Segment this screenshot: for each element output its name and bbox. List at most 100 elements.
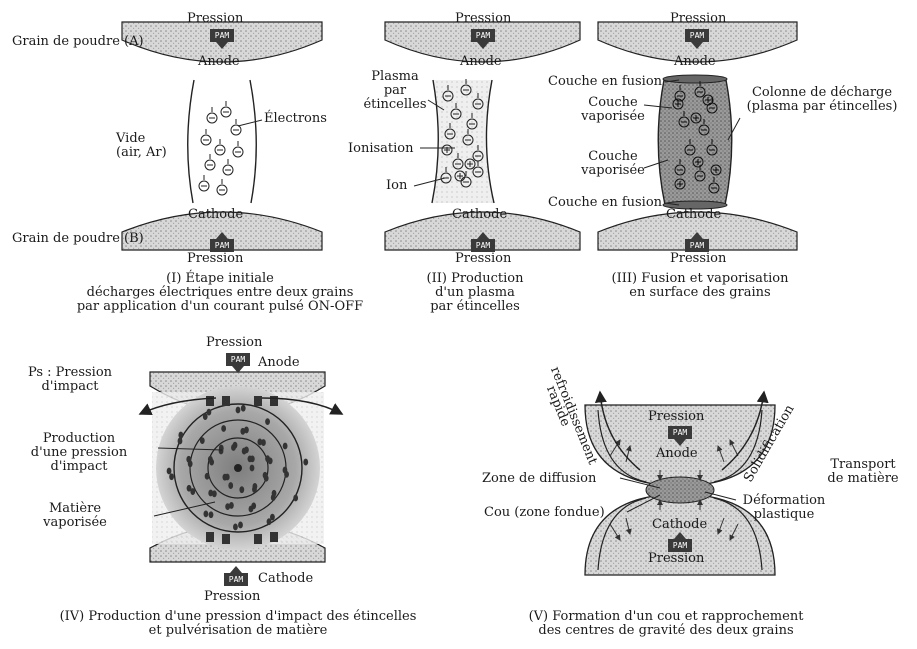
vapor-particle: [270, 514, 275, 521]
impact-pressure-label: Ps : Pression d'impact: [20, 366, 120, 394]
molten-layer-top: [663, 75, 727, 83]
vapor-particle: [263, 472, 268, 479]
electron-symbol: [199, 175, 209, 191]
electron-symbol: [215, 139, 225, 155]
caption-2-line-1: (II) Production: [410, 272, 540, 286]
pressure-label-2-bottom: Pression: [455, 252, 511, 266]
impact-production-line-2: d'une pression: [24, 446, 134, 460]
vapor-layer-top-line-2: vaporisée: [580, 110, 646, 124]
vapor-layer-bottom-line-1: Couche: [580, 150, 646, 164]
electron-symbol: [217, 179, 227, 195]
vapor-particle: [251, 502, 256, 509]
impact-pressure-line-2: d'impact: [20, 380, 120, 394]
vapor-block: [254, 396, 262, 406]
vapor-particle: [265, 418, 270, 425]
matter-transport-label: Transport de matière: [818, 458, 908, 486]
caption-2-line-3: par étincelles: [410, 300, 540, 314]
pam-marker-5-top: PAM: [668, 426, 692, 446]
electron-symbol: [221, 101, 231, 117]
pressure-label-3-bottom: Pression: [670, 252, 726, 266]
plasma-label-line-1: Plasma: [362, 70, 428, 84]
electron-symbol: [201, 129, 211, 145]
vapor-particle: [242, 448, 247, 455]
plasma-label-line-3: étincelles: [362, 98, 428, 112]
vaporized-matter-line-2: vaporisée: [30, 516, 120, 530]
caption-2-line-2: d'un plasma: [410, 286, 540, 300]
caption-4: (IV) Production d'une pression d'impact …: [18, 610, 458, 638]
ionisation-label: Ionisation: [348, 142, 414, 156]
neck-label: Cou (zone fondue): [484, 506, 605, 520]
pam-marker-5-bottom: PAM: [668, 532, 692, 552]
plasma-label-line-2: par: [362, 84, 428, 98]
caption-4-line-2: et pulvérisation de matière: [18, 624, 458, 638]
plastic-deformation-label: Déformation plastique: [736, 494, 832, 522]
pam-marker-1-top: PAM: [210, 29, 234, 49]
anode-label-5: Anode: [656, 447, 698, 461]
anode-label-3: Anode: [674, 55, 716, 69]
ion-label: Ion: [386, 179, 407, 193]
cathode-label-2: Cathode: [452, 208, 507, 222]
vaporized-matter-label: Matière vaporisée: [30, 502, 120, 530]
anode-label-4: Anode: [258, 356, 300, 370]
pam-marker-2-bottom: PAM: [471, 232, 495, 252]
vapor-layer-top-line-1: Couche: [580, 96, 646, 110]
electrons-label: Électrons: [264, 112, 327, 126]
vapor-block: [206, 532, 214, 542]
matter-transport-line-2: de matière: [818, 472, 908, 486]
anode-label-2: Anode: [460, 55, 502, 69]
gap-right-wall: [250, 80, 256, 203]
impact-production-line-3: d'impact: [24, 460, 134, 474]
impact-production-label: Production d'une pression d'impact: [24, 432, 134, 474]
vapor-particle: [228, 482, 233, 489]
vapor-particle: [252, 483, 257, 490]
pam-marker-4-top: PAM: [226, 353, 250, 373]
vapor-particle: [207, 409, 212, 416]
pam-marker-4-bottom: PAM: [224, 566, 248, 586]
grain-b-label: Grain de poudre (B): [12, 232, 144, 246]
vapor-block: [254, 534, 262, 544]
impact-production-line-1: Production: [24, 432, 134, 446]
pressure-label-1-bottom: Pression: [187, 252, 243, 266]
vapor-block: [222, 396, 230, 406]
electron-symbol: [205, 154, 215, 170]
vapor-particle: [229, 502, 234, 509]
impact-pressure-line-1: Ps : Pression: [20, 366, 120, 380]
vaporized-matter-line-1: Matière: [30, 502, 120, 516]
vapor-particle: [303, 459, 308, 466]
vapor-particle: [205, 473, 210, 480]
electrons-pointer: [238, 120, 262, 126]
pressure-label-5-bottom: Pression: [648, 552, 704, 566]
vapor-particle: [236, 407, 241, 414]
caption-5: (V) Formation d'un cou et rapprochement …: [496, 610, 836, 638]
caption-1-line-3: par application d'un courant pulsé ON-OF…: [40, 300, 400, 314]
vapor-layer-bottom-line-2: vaporisée: [580, 164, 646, 178]
pressure-label-2-top: Pression: [455, 12, 511, 26]
vapor-block: [222, 534, 230, 544]
vapor-particle: [241, 405, 246, 412]
vapor-particle: [272, 490, 277, 497]
vapor-particle: [209, 511, 214, 518]
plasma-label: Plasma par étincelles: [362, 70, 428, 112]
discharge-column-line-1: Colonne de décharge: [736, 86, 908, 100]
molten-layer-top-label: Couche en fusion: [548, 75, 662, 89]
cathode-label-3: Cathode: [666, 208, 721, 222]
cathode-label-5: Cathode: [652, 518, 707, 532]
pam-marker-1-bottom: PAM: [210, 232, 234, 252]
vapor-particle: [250, 465, 255, 472]
plastic-deformation-line-1: Déformation: [736, 494, 832, 508]
caption-4-line-1: (IV) Production d'une pression d'impact …: [18, 610, 458, 624]
molten-layer-bottom-label: Couche en fusion: [548, 196, 662, 210]
pressure-label-1-top: Pression: [187, 12, 243, 26]
caption-1: (I) Étape initiale décharges électriques…: [40, 272, 400, 314]
cathode-label-4: Cathode: [258, 572, 313, 586]
electron-symbol: [233, 141, 243, 157]
vapor-particle: [238, 522, 243, 529]
caption-1-line-2: décharges électriques entre deux grains: [40, 286, 400, 300]
vapor-particle: [200, 437, 205, 444]
vapor-block: [270, 532, 278, 542]
pressure-label-4-top: Pression: [206, 336, 262, 350]
caption-2: (II) Production d'un plasma par étincell…: [410, 272, 540, 314]
vide-label: Vide: [116, 132, 145, 146]
electron-symbol: [223, 159, 233, 175]
vapor-layer-bottom-label: Couche vaporisée: [580, 150, 646, 178]
